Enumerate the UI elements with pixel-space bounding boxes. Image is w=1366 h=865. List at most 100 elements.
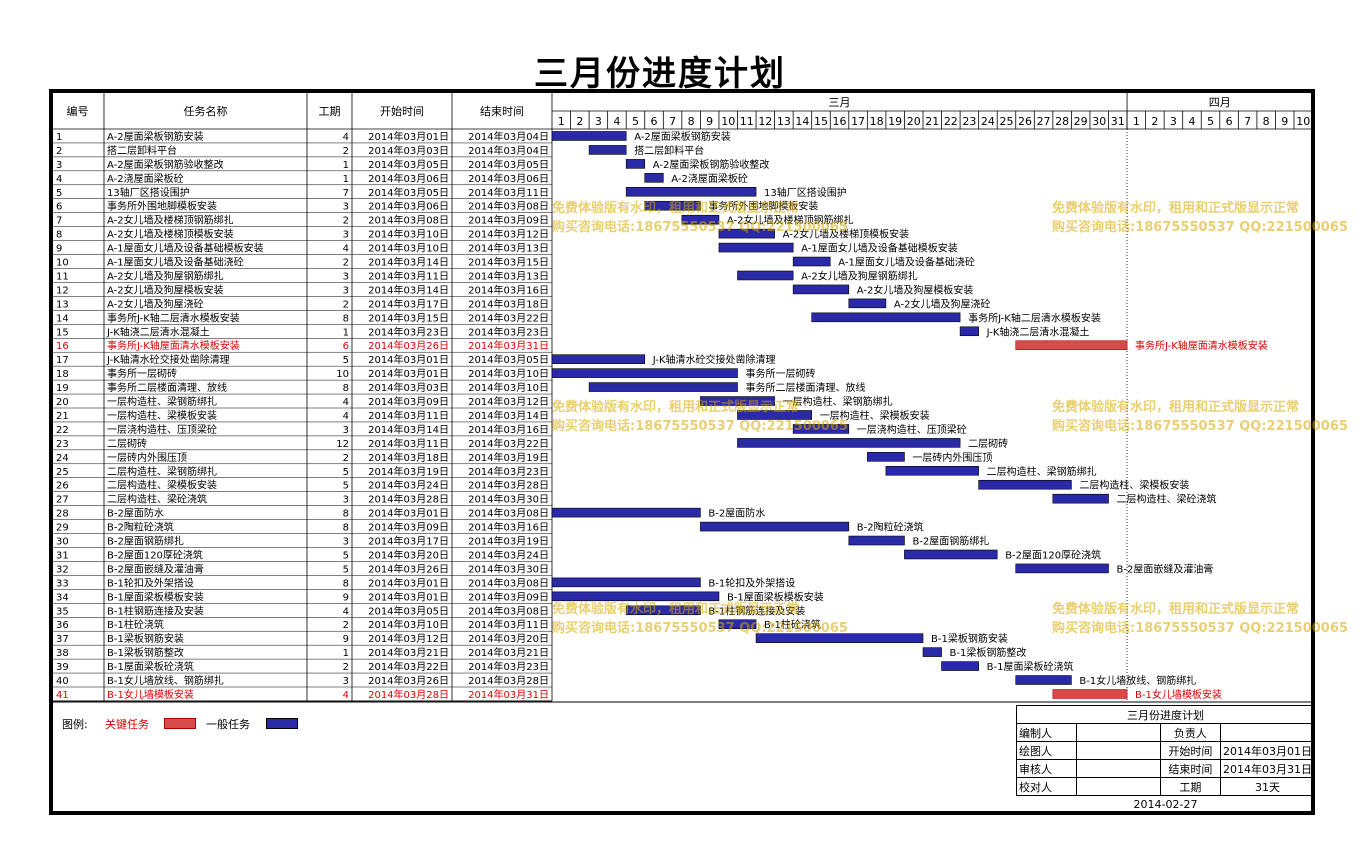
watermark: 免费体验版有水印，租用和正式版显示正常购买咨询电话:18675550537 QQ… bbox=[1052, 602, 1348, 636]
bar-label: A-1屋面女儿墙及设备基础浇砼 bbox=[838, 256, 975, 269]
task-name: A-2屋面梁板钢筋安装 bbox=[107, 130, 204, 143]
task-start: 2014年03月22日 bbox=[368, 660, 449, 673]
day-tick-label: 25 bbox=[999, 115, 1013, 128]
task-start: 2014年03月01日 bbox=[368, 353, 449, 366]
task-id: 39 bbox=[56, 662, 69, 673]
task-end: 2014年03月04日 bbox=[468, 144, 549, 157]
task-id: 7 bbox=[56, 216, 62, 227]
task-duration: 4 bbox=[343, 397, 349, 408]
task-duration: 4 bbox=[343, 132, 349, 143]
task-id: 10 bbox=[56, 258, 69, 269]
bar-label: B-2屋面钢筋绑扎 bbox=[912, 535, 989, 548]
task-duration: 5 bbox=[343, 481, 349, 492]
task-start: 2014年03月19日 bbox=[368, 465, 449, 478]
day-tick-label: 29 bbox=[1074, 115, 1088, 128]
legend-critical-swatch bbox=[164, 718, 196, 729]
bar-label: B-2屋面嵌缝及灌油膏 bbox=[1117, 562, 1214, 575]
day-tick-label: 19 bbox=[888, 115, 902, 128]
day-tick-label: 6 bbox=[1226, 115, 1233, 128]
task-id: 8 bbox=[56, 230, 62, 241]
task-start: 2014年03月21日 bbox=[368, 646, 449, 659]
day-tick-label: 17 bbox=[851, 115, 865, 128]
bar-label: J-K轴浇二层清水混凝土 bbox=[986, 325, 1090, 338]
task-end: 2014年03月19日 bbox=[468, 451, 549, 464]
task-id: 32 bbox=[56, 564, 69, 575]
gantt-bar bbox=[737, 270, 794, 281]
bar-label: 一层构造柱、梁模板安装 bbox=[820, 409, 930, 422]
gantt-bar bbox=[848, 298, 887, 309]
task-name: B-1轮扣及外架搭设 bbox=[107, 576, 194, 589]
task-start: 2014年03月01日 bbox=[368, 367, 449, 380]
gantt-bar bbox=[792, 424, 850, 434]
task-name: 事务所J-K轴屋面清水模板安装 bbox=[107, 339, 240, 352]
task-start: 2014年03月14日 bbox=[368, 283, 449, 296]
bar-label: J-K轴清水砼交接处凿除清理 bbox=[652, 353, 776, 366]
task-id: 4 bbox=[56, 174, 62, 185]
task-id: 34 bbox=[56, 592, 69, 603]
watermark: 免费体验版有水印，租用和正式版显示正常购买咨询电话:18675550537 QQ… bbox=[552, 201, 848, 235]
task-name: B-1柱砼浇筑 bbox=[107, 618, 164, 631]
day-tick-label: 2 bbox=[576, 115, 583, 128]
gantt-bar bbox=[848, 535, 905, 546]
task-duration: 4 bbox=[343, 690, 349, 701]
task-end: 2014年03月28日 bbox=[468, 674, 549, 687]
task-name: A-2女儿墙及楼梯顶模板安装 bbox=[107, 228, 234, 241]
day-tick-label: 5 bbox=[1207, 115, 1214, 128]
task-name: A-2女儿墙及狗屋钢筋绑扎 bbox=[107, 269, 224, 282]
task-duration: 10 bbox=[336, 369, 349, 380]
task-end: 2014年03月08日 bbox=[468, 576, 549, 589]
task-end: 2014年03月10日 bbox=[468, 381, 549, 394]
gantt-bar bbox=[700, 396, 775, 406]
task-id: 2 bbox=[56, 146, 62, 157]
task-end: 2014年03月21日 bbox=[468, 646, 549, 659]
info-block: 三月份进度计划 编制人 负责人 绘图人 开始时间 2014年03月01日 审核人… bbox=[1016, 705, 1315, 813]
task-start: 2014年03月08日 bbox=[368, 214, 449, 227]
task-end: 2014年03月20日 bbox=[468, 632, 549, 645]
task-end: 2014年03月11日 bbox=[468, 618, 549, 631]
task-name: B-1柱钢筋连接及安装 bbox=[107, 604, 204, 617]
bar-label: 二层砌砖 bbox=[968, 437, 1008, 450]
task-id: 16 bbox=[56, 341, 69, 352]
responsible-label: 负责人 bbox=[1159, 723, 1222, 742]
gantt-bar bbox=[755, 633, 924, 643]
task-id: 21 bbox=[56, 411, 69, 422]
day-tick-label: 31 bbox=[1111, 115, 1125, 128]
task-duration: 8 bbox=[343, 313, 349, 324]
task-id: 28 bbox=[56, 509, 69, 520]
end-value: 2014年03月31日 bbox=[1220, 759, 1315, 778]
day-tick-label: 22 bbox=[944, 115, 958, 128]
task-name: A-1屋面女儿墙及设备基础浇砼 bbox=[107, 256, 244, 269]
task-name: B-2陶粒砼浇筑 bbox=[107, 521, 174, 534]
bar-label: B-1梁板钢筋整改 bbox=[950, 646, 1027, 659]
task-name: 一层砖内外围压顶 bbox=[107, 451, 187, 464]
task-start: 2014年03月23日 bbox=[368, 325, 449, 338]
task-id: 29 bbox=[56, 523, 69, 534]
day-tick-label: 27 bbox=[1037, 115, 1051, 128]
watermark: 免费体验版有水印，租用和正式版显示正常购买咨询电话:18675550537 QQ… bbox=[552, 400, 848, 434]
legend-normal-swatch bbox=[266, 718, 298, 729]
day-tick-label: 10 bbox=[1296, 115, 1310, 128]
task-end: 2014年03月14日 bbox=[468, 409, 549, 422]
gantt-bar bbox=[1052, 493, 1109, 504]
task-start: 2014年03月01日 bbox=[368, 507, 449, 520]
task-start: 2014年03月09日 bbox=[368, 395, 449, 408]
task-start: 2014年03月26日 bbox=[368, 674, 449, 687]
gantt-bar bbox=[941, 661, 979, 671]
task-start: 2014年03月12日 bbox=[368, 632, 449, 645]
task-end: 2014年03月05日 bbox=[468, 353, 549, 366]
header-end: 结束时间 bbox=[480, 105, 524, 118]
task-duration: 1 bbox=[343, 327, 349, 338]
info-date: 2014-02-27 bbox=[1133, 798, 1198, 811]
legend-normal-label: 一般任务 bbox=[206, 718, 250, 731]
task-name: J-K轴清水砼交接处凿除清理 bbox=[106, 353, 230, 366]
task-end: 2014年03月15日 bbox=[468, 256, 549, 269]
task-name: B-2屋面120厚砼浇筑 bbox=[107, 548, 203, 561]
task-duration: 7 bbox=[343, 188, 349, 199]
task-id: 9 bbox=[56, 244, 62, 255]
gantt-bar bbox=[551, 368, 738, 378]
bar-label: 13轴厂区搭设围护 bbox=[764, 186, 847, 199]
task-duration: 2 bbox=[343, 216, 349, 227]
task-duration: 2 bbox=[343, 146, 349, 157]
bar-label: 事务所外围地脚模板安装 bbox=[708, 200, 818, 213]
task-start: 2014年03月28日 bbox=[368, 688, 449, 701]
